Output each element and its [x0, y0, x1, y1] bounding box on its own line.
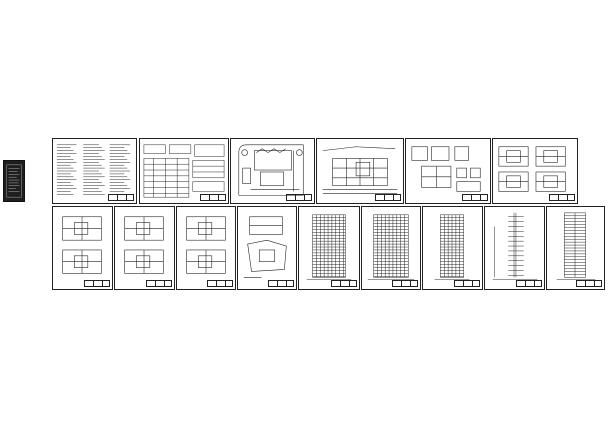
notes-drawing [56, 144, 131, 195]
elevation-south-drawing [306, 214, 352, 280]
details-a-drawing [411, 146, 481, 192]
sheet-floor-plans-3[interactable] [176, 206, 236, 290]
title-block [146, 280, 172, 287]
cover-sheet-drawing [6, 164, 22, 198]
section-a-drawing [492, 212, 538, 280]
basement-plan-drawing [322, 146, 398, 194]
roof-plan-drawing [243, 216, 287, 278]
title-block [331, 280, 357, 287]
sheet-floor-plans-1[interactable] [52, 206, 113, 290]
sheet-core-details-a[interactable] [405, 138, 491, 204]
title-block [108, 194, 134, 201]
site-plan-drawing [238, 144, 304, 196]
floor-plans-2-drawing [124, 216, 164, 274]
title-block [516, 280, 542, 287]
elevation-north-drawing [367, 214, 415, 280]
sheet-elevation-north[interactable] [361, 206, 421, 290]
sheet-design-notes[interactable] [52, 138, 137, 204]
title-block [200, 194, 226, 201]
title-block [462, 194, 488, 201]
details-b-drawing [498, 146, 566, 192]
sheet-elevation-south[interactable] [298, 206, 360, 290]
title-block [207, 280, 233, 287]
floor-plans-1-drawing [62, 216, 102, 274]
sheet-section-a[interactable] [484, 206, 545, 290]
sheet-section-b[interactable] [546, 206, 605, 290]
floor-plans-3-drawing [186, 216, 226, 274]
sheet-site-plan[interactable] [230, 138, 315, 204]
title-block [454, 280, 480, 287]
title-block [286, 194, 312, 201]
sheet-basement-plan[interactable] [316, 138, 404, 204]
section-b-drawing [556, 212, 596, 280]
sheet-elevation-east[interactable] [422, 206, 483, 290]
sheet-floor-plans-2[interactable] [114, 206, 175, 290]
tables-drawing [143, 144, 225, 198]
title-block [84, 280, 110, 287]
title-block [576, 280, 602, 287]
title-block [392, 280, 418, 287]
title-block [375, 194, 401, 201]
title-block [268, 280, 294, 287]
sheet-schedule-tables[interactable] [139, 138, 229, 204]
title-block [549, 194, 575, 201]
sheet-core-details-b[interactable] [492, 138, 578, 204]
cover-sheet[interactable] [3, 160, 25, 202]
elevation-east-drawing [434, 214, 470, 280]
sheet-roof-plan[interactable] [237, 206, 297, 290]
